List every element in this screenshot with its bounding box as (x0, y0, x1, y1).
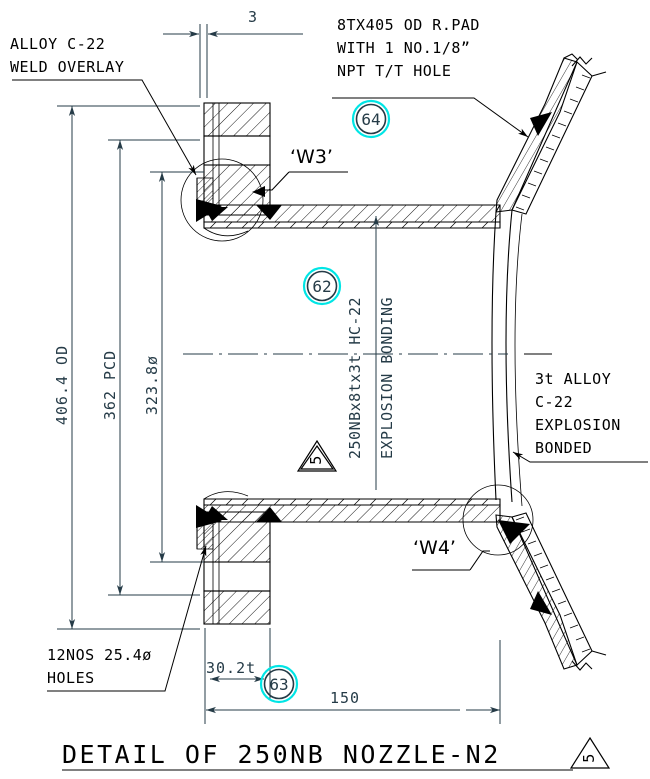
vertical-note-bonding: EXPLOSION BONDING (378, 297, 396, 459)
vessel-shell-lower (462, 484, 607, 671)
note-bonded-line4: BONDED (535, 439, 592, 457)
weld-callout-w4-label: ‘W4’ (413, 537, 456, 559)
balloon-64[interactable]: 64 (351, 99, 391, 139)
note-alloy-weld-overlay: ALLOY C-22 WELD OVERLAY (10, 35, 197, 176)
note-rpad-line3: NPT T/T HOLE (337, 62, 451, 80)
dim-projection-label: 150 (330, 689, 360, 707)
note-holes-line2: HOLES (47, 669, 95, 687)
dim-pcd-label: 362 PCD (101, 350, 119, 420)
weld-callout-w3: ‘W3’ (252, 146, 348, 197)
revision-flag-mid-label: 5 (307, 455, 325, 465)
dim-od: 406.4 OD (53, 105, 200, 630)
weld-callout-w4: ‘W4’ (412, 537, 490, 571)
note-alloy-line1: ALLOY C-22 (10, 35, 105, 53)
dim-od-label: 406.4 OD (53, 345, 71, 425)
note-bonded-line3: EXPLOSION (535, 416, 621, 434)
note-rpad-line1: 8TX405 OD R.PAD (337, 16, 480, 34)
balloon-63[interactable]: 63 (259, 664, 299, 704)
note-rpad-line2: WITH 1 NO.1/8” (337, 39, 470, 57)
balloon-62-label: 62 (312, 277, 331, 296)
balloon-63-label: 63 (269, 675, 288, 694)
title-block: DETAIL OF 250NB NOZZLE-N2 5 (62, 736, 611, 771)
nozzle-pipe-upper (196, 199, 501, 237)
dim-flange-thickness: 30.2t (204, 628, 271, 724)
weld-callout-w3-label: ‘W3’ (290, 146, 333, 168)
note-bonded-line2: C-22 (535, 393, 573, 411)
dim-bore-label: 323.8ø (143, 355, 161, 415)
revision-flag-mid: 5 (296, 439, 338, 472)
note-alloy-bonded: 3t ALLOY C-22 EXPLOSION BONDED (512, 353, 648, 463)
vertical-note-pipe-spec: 250NBx8tx3t HC-22 (346, 297, 364, 459)
note-holes-line1: 12NOS 25.4ø (47, 646, 152, 664)
note-alloy-line2: WELD OVERLAY (10, 58, 124, 76)
title-revision-label: 5 (580, 753, 598, 763)
balloon-62[interactable]: 62 (302, 266, 342, 306)
flange-lower (196, 511, 271, 625)
dim-top-thickness-label: 3 (248, 8, 258, 26)
dim-top-thickness: 3 (163, 8, 303, 98)
dim-flange-thickness-label: 30.2t (206, 659, 256, 677)
dim-projection: 150 (206, 640, 501, 724)
note-rpad: 8TX405 OD R.PAD WITH 1 NO.1/8” NPT T/T H… (332, 16, 529, 138)
dim-pcd: 362 PCD (101, 139, 200, 596)
balloon-64-label: 64 (361, 110, 380, 129)
note-holes: 12NOS 25.4ø HOLES (47, 545, 207, 692)
page-title: DETAIL OF 250NB NOZZLE-N2 (62, 740, 501, 769)
dim-bore: 323.8ø (143, 171, 204, 563)
vessel-shell-upper (491, 53, 607, 507)
note-bonded-line1: 3t ALLOY (535, 370, 611, 388)
